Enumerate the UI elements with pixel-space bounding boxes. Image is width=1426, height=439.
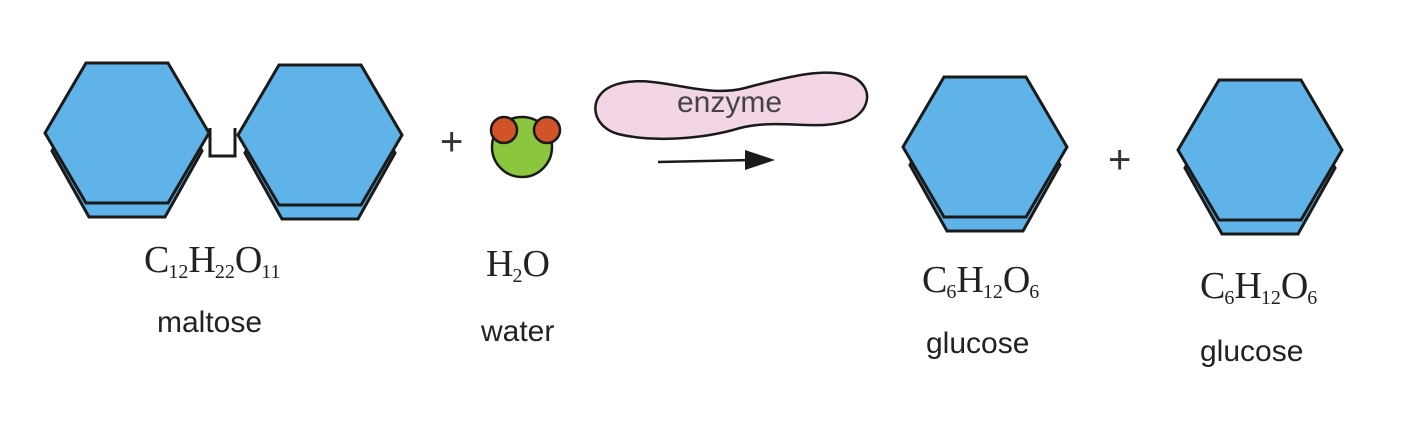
enzyme-blob — [594, 71, 869, 141]
glycosidic-bond — [208, 128, 237, 158]
glucose-ring-1 — [901, 75, 1069, 233]
glucose-formula-1: C6H12O6 — [922, 259, 1040, 303]
glucose-formula-2: C6H12O6 — [1200, 265, 1318, 309]
plus-sign: + — [440, 120, 464, 164]
maltose-formula: C12H22O11 — [144, 239, 281, 283]
glucose-name-1: glucose — [926, 327, 1030, 360]
glucose-ring-2 — [1176, 78, 1344, 236]
glucose-name-2: glucose — [1200, 335, 1304, 368]
maltose-ring-left — [43, 61, 211, 219]
water-molecule — [489, 115, 562, 179]
water-formula: H2O — [486, 243, 550, 287]
plus-sign: + — [1108, 138, 1132, 182]
maltose-name: maltose — [157, 306, 263, 339]
maltose-ring-right — [236, 63, 404, 221]
water-name: water — [481, 315, 555, 348]
enzyme-label: enzyme — [677, 86, 783, 119]
reaction-arrow — [657, 150, 775, 170]
